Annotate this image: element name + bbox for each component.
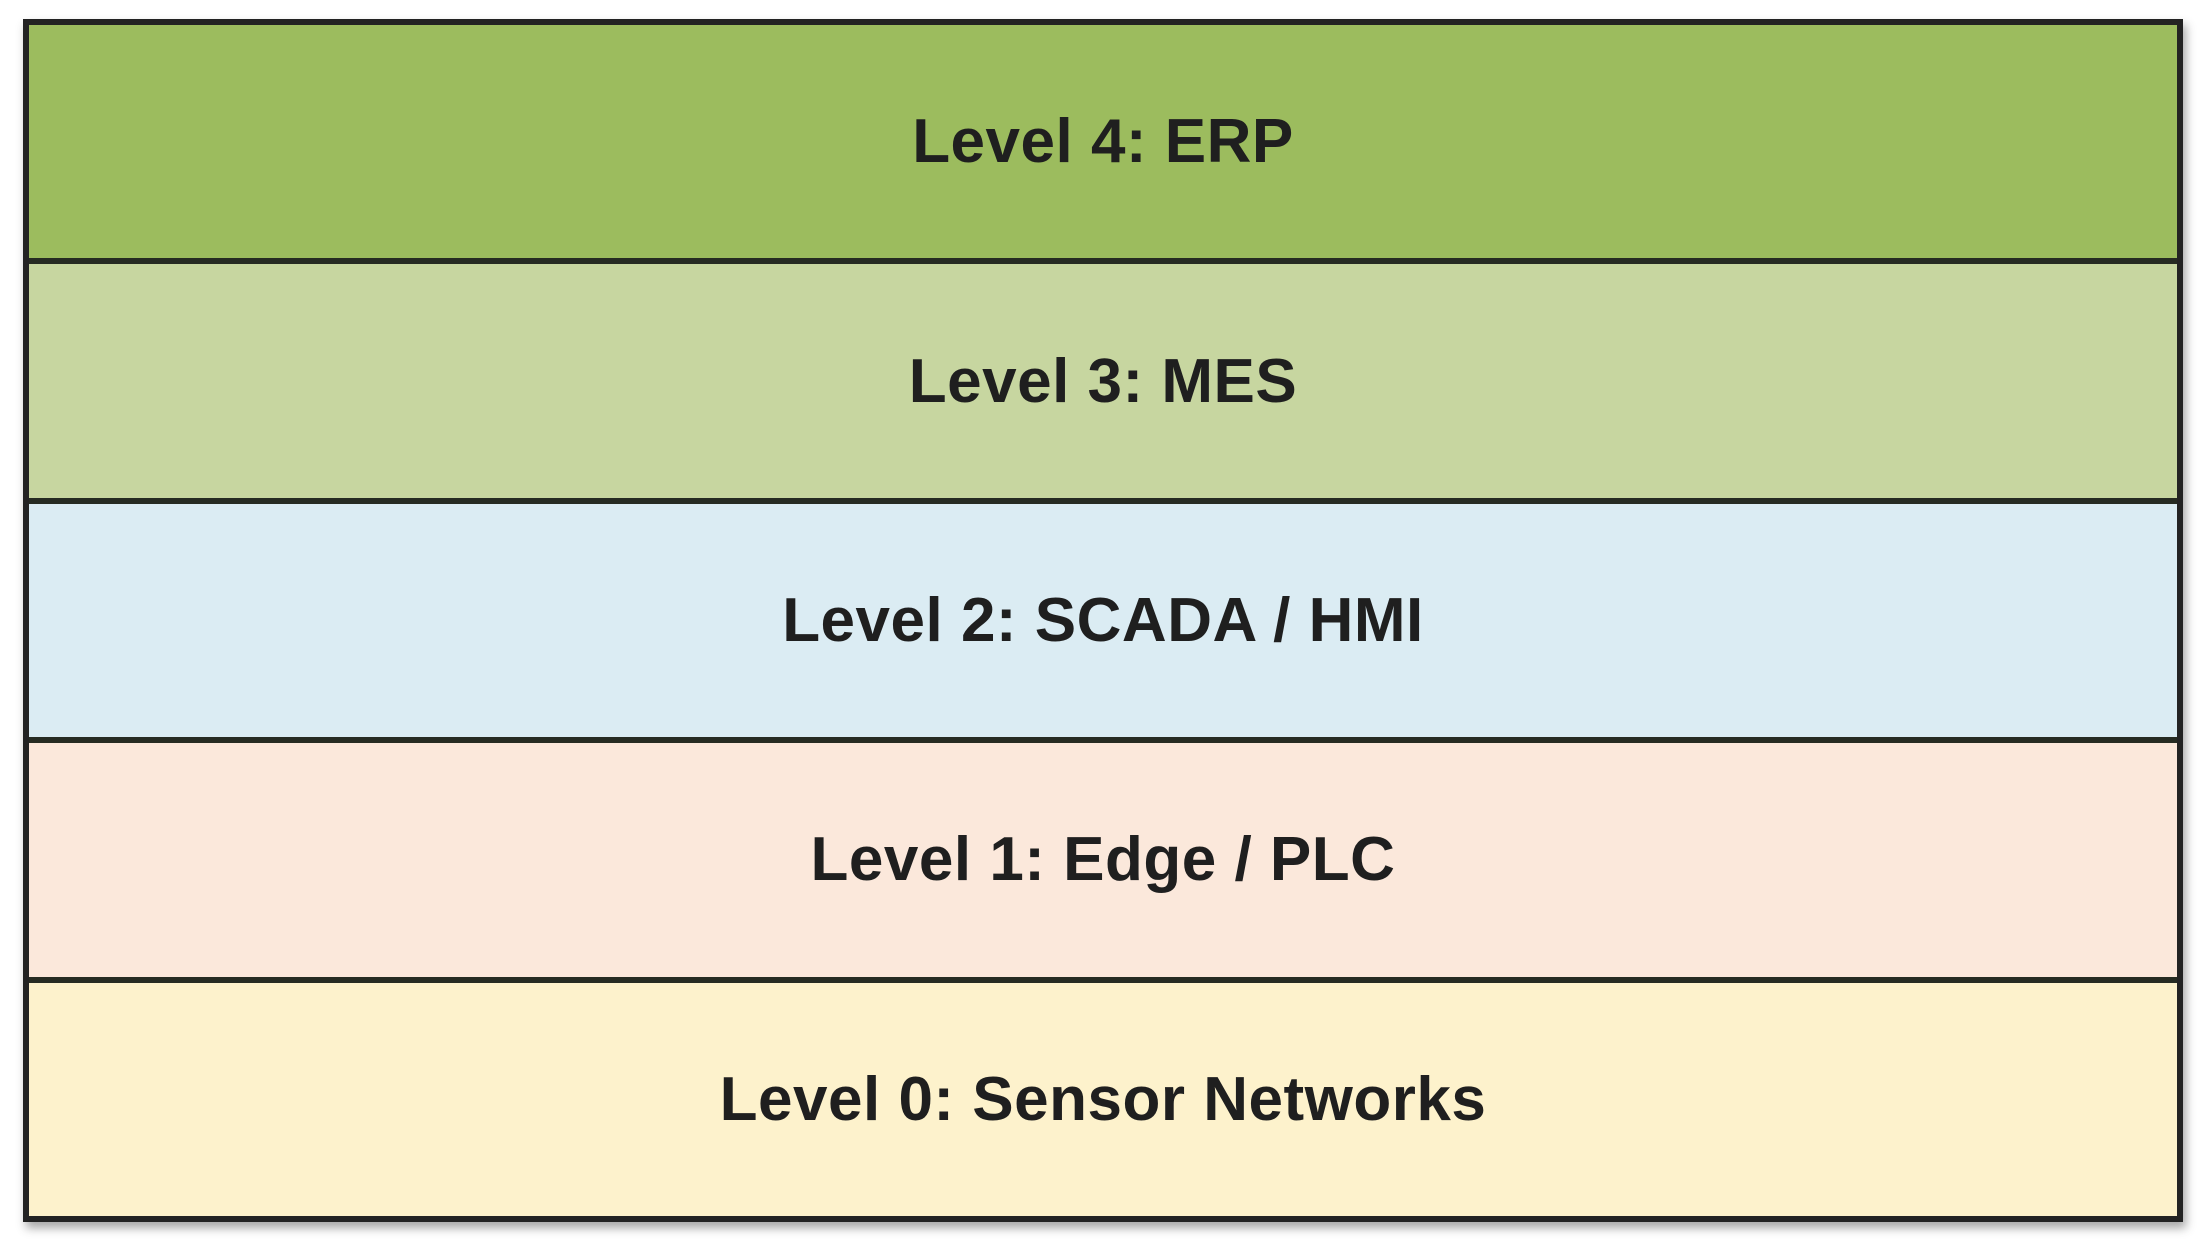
layer-level-3: Level 3: MES <box>29 258 2177 498</box>
layer-stack-diagram: Level 4: ERP Level 3: MES Level 2: SCADA… <box>23 19 2183 1222</box>
layer-level-4: Level 4: ERP <box>29 25 2177 259</box>
layer-level-4-label: Level 4: ERP <box>912 107 1294 177</box>
layer-level-3-label: Level 3: MES <box>908 346 1298 416</box>
layer-level-0: Level 0: Sensor Networks <box>29 976 2177 1217</box>
layer-level-1-label: Level 1: Edge / PLC <box>810 825 1396 895</box>
layer-level-2-label: Level 2: SCADA / HMI <box>782 586 1424 656</box>
layer-level-1: Level 1: Edge / PLC <box>29 737 2177 977</box>
layer-level-0-label: Level 0: Sensor Networks <box>719 1064 1487 1134</box>
layer-level-2: Level 2: SCADA / HMI <box>29 497 2177 738</box>
